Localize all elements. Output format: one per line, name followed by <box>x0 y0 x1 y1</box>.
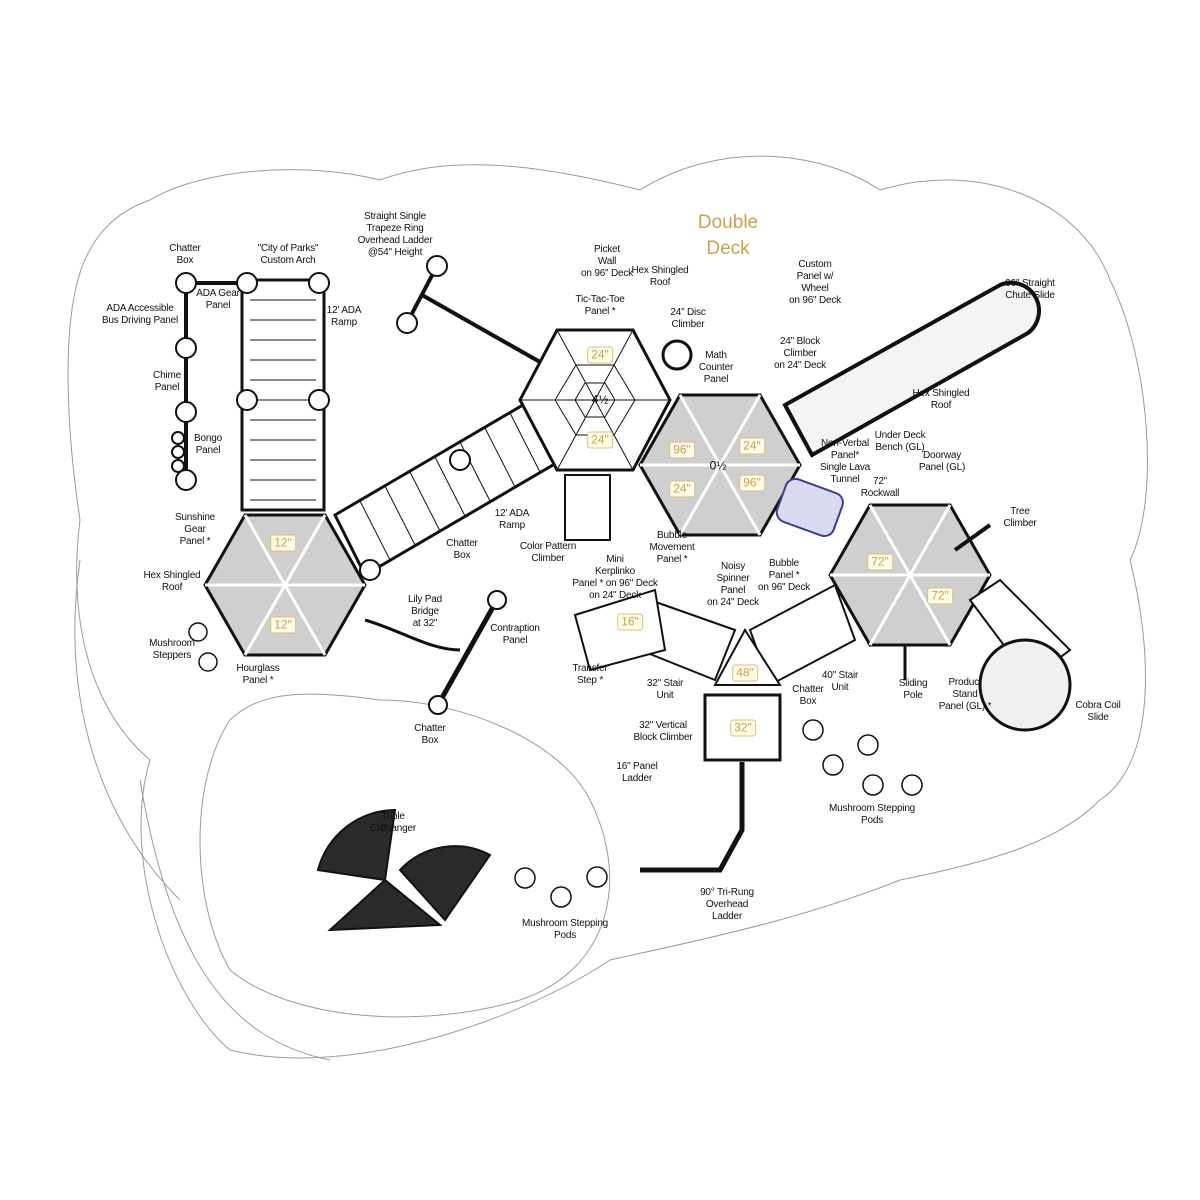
label-color-pattern: Color Pattern Climber <box>519 541 577 564</box>
deck-height: 48" <box>732 664 758 682</box>
label-tree-climber: Tree Climber <box>1003 506 1037 529</box>
deck-height: 12" <box>270 534 296 552</box>
deck-height: 24" <box>587 431 613 449</box>
label-vertical-block: 32" Vertical Block Climber <box>633 720 693 743</box>
double-deck-title: Double Deck <box>697 212 759 259</box>
label-noisy-spinner: Noisy Spinner Panel on 24" Deck <box>707 561 759 608</box>
tri-rung-ladder-drawing <box>640 762 745 873</box>
triple-cliffhanger-drawing <box>316 808 492 932</box>
label-stepping-pods-left: Mushroom Stepping Pods <box>521 918 609 941</box>
label-cliffhanger: Triple Cliffhanger <box>370 811 416 834</box>
deck-height: 0½ <box>709 458 727 473</box>
label-rockwall: 72" Rockwall <box>860 476 900 499</box>
label-sunshine-gear: Sunshine Gear Panel * <box>174 512 216 547</box>
label-ada-gear-panel: ADA Gear Panel <box>196 288 240 311</box>
label-chime-panel: Chime Panel <box>153 370 181 393</box>
ada-ramp-vertical <box>236 272 330 512</box>
label-mini-kerplinko: Mini Kerplinko Panel * on 96" Deck on 24… <box>572 554 658 601</box>
deck-height: 24" <box>739 437 765 455</box>
label-mushroom-steppers: Mushroom Steppers <box>149 638 195 661</box>
cobra-coil-drawing <box>978 638 1072 732</box>
lava-tunnel-drawing <box>775 477 844 538</box>
deck-height: 12" <box>270 616 296 634</box>
hex-deck-left <box>203 513 367 657</box>
label-block-climber: 24" Block Climber on 24" Deck <box>774 336 826 371</box>
stair-48-drawing <box>713 628 782 686</box>
label-non-verbal-panel: Non-Verbal Panel* Single Lava Tunnel <box>819 438 871 485</box>
label-disc-climber: 24" Disc Climber <box>670 307 706 330</box>
tree-climber-drawing <box>953 523 992 552</box>
label-ada-ramp-1: 12' ADA Ramp <box>326 305 362 328</box>
label-transfer-step: Transfer Step * <box>572 663 608 686</box>
color-pattern-climber-drawing <box>564 474 611 541</box>
hex-deck-right <box>828 503 992 647</box>
outer-boundary <box>74 559 331 1061</box>
hex-deck-top <box>518 328 672 472</box>
label-custom-arch: "City of Parks" Custom Arch <box>257 243 319 266</box>
label-product-stand: Product Stand Panel (GL) * <box>938 677 992 712</box>
play-area-boundary <box>199 693 610 1018</box>
lily-pad-bridge-drawing <box>364 590 507 715</box>
label-chatter-box-bottom: Chatter Box <box>414 723 446 746</box>
deck-height: 16" <box>617 613 643 631</box>
panel-fence-left <box>171 272 237 491</box>
label-contraption-panel: Contraption Panel <box>490 623 540 646</box>
label-lily-pad-bridge: Lily Pad Bridge at 32" <box>408 594 442 629</box>
label-chute-slide: 96" Straight Chute Slide <box>1005 278 1055 301</box>
deck-height: 96" <box>669 441 695 459</box>
label-panel-ladder: 16" Panel Ladder <box>616 761 658 784</box>
deck-height: 24" <box>669 480 695 498</box>
deck-height: 32" <box>730 719 756 737</box>
label-doorway-panel: Doorway Panel (GL) <box>918 450 966 473</box>
deck-height: 72" <box>927 587 953 605</box>
deck-height: 72" <box>867 553 893 571</box>
trapeze-ladder-drawing <box>396 255 541 364</box>
label-bubble-movement: Bubble Movement Panel * <box>649 530 695 565</box>
label-sliding-pole: Sliding Pole <box>898 678 928 701</box>
label-custom-wheel: Custom Panel w/ Wheel on 96" Deck <box>789 259 841 306</box>
label-chatter-box-mid: Chatter Box <box>446 538 478 561</box>
label-ada-ramp-2: 12' ADA Ramp <box>494 508 530 531</box>
label-hex-roof-left: Hex Shingled Roof <box>143 570 201 593</box>
site-boundary <box>67 155 1148 1059</box>
label-stair-32: 32" Stair Unit <box>646 678 684 701</box>
label-picket-wall: Picket Wall on 96" Deck <box>581 244 633 279</box>
disc-climber-drawing <box>661 339 693 371</box>
label-hex-roof-right: Hex Shingled Roof <box>912 388 970 411</box>
deck-height: 4½ <box>591 392 609 407</box>
label-tic-tac-toe: Tic-Tac-Toe Panel * <box>575 294 625 317</box>
label-hourglass-panel: Hourglass Panel * <box>236 663 280 686</box>
stepping-pods <box>188 622 923 908</box>
label-bubble-panel: Bubble Panel * on 96" Deck <box>758 558 810 593</box>
hex-deck-center <box>638 393 802 537</box>
label-chatter-box-top: Chatter Box <box>169 243 201 266</box>
label-hex-roof-top: Hex Shingled Roof <box>631 265 689 288</box>
chute-slide-drawing <box>782 280 1042 458</box>
label-stair-40: 40" Stair Unit <box>821 670 859 693</box>
deck-height: 96" <box>739 474 765 492</box>
label-math-counter: Math Counter Panel <box>698 350 734 385</box>
label-bongo-panel: Bongo Panel <box>194 433 222 456</box>
label-stepping-pods-right: Mushroom Stepping Pods <box>828 803 916 826</box>
label-trapeze-ladder: Straight Single Trapeze Ring Overhead La… <box>357 211 433 258</box>
label-cobra-coil: Cobra Coil Slide <box>1075 700 1121 723</box>
deck-height: 24" <box>587 346 613 364</box>
label-under-deck-bench: Under Deck Bench (GL) <box>874 430 926 453</box>
label-tri-rung-ladder: 90° Tri-Rung Overhead Ladder <box>700 887 754 922</box>
label-chatter-box-right: Chatter Box <box>792 684 824 707</box>
label-bus-panel: ADA Accessible Bus Driving Panel <box>101 303 179 326</box>
